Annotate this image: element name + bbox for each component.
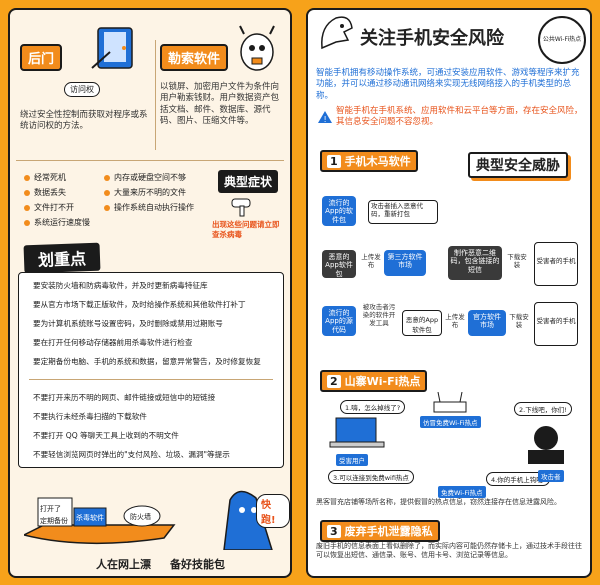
- wifi-badge: 公共Wi-Fi热点: [538, 16, 586, 64]
- hairdryer-icon: [230, 196, 256, 218]
- symptoms-title: 典型症状: [218, 170, 279, 193]
- upload-label-2: 上传发布: [445, 313, 465, 329]
- hacker-note: 攻击者插入恶意代码，重新打包: [368, 200, 438, 224]
- download-label-2: 下载安装: [509, 313, 529, 329]
- hacker-icon: [520, 422, 572, 466]
- backdoor-illustration: [90, 22, 140, 72]
- dev-tool-label: 被攻击者污染的软件开发工具: [362, 303, 396, 327]
- backdoor-title: 后门: [20, 44, 63, 71]
- ransom-illustration: [232, 24, 282, 74]
- left-panel: 后门 访问权 绕过安全性控制而获取对程序或系统访问权的方法。 勒索软件 以锁屏、…: [8, 8, 292, 578]
- key-dont-item: 不要打开来历不明的网页、邮件链接或短信中的短链接: [33, 393, 216, 402]
- key-dont-item: 不要执行未经杀毒扫描的下载软件: [33, 412, 147, 421]
- symptom-item: 操作系统自动执行操作: [114, 203, 194, 212]
- sign-firewall: 防火墙: [130, 513, 151, 521]
- download-label: 下载安装: [507, 253, 527, 269]
- threat-heading: 典型安全威胁: [468, 152, 568, 178]
- warning-icon: !: [318, 108, 332, 124]
- fake-wifi-label: 仿冒免费Wi-Fi热点: [420, 416, 481, 428]
- wifi-caption: 黑客冒充店铺等场所名称，提供假冒的热点信息，窃然连接存在信息泄露风险。: [316, 498, 561, 506]
- key-dont-item: 不要打开 QQ 等聊天工具上收到的不明文件: [33, 431, 179, 440]
- laptop-victim-icon: [328, 414, 388, 450]
- router-icon: [430, 391, 470, 414]
- key-do-item: 要定期备份电脑、手机的系统和数据，留意异常警告，及时修复恢复: [33, 357, 261, 366]
- bubble-2: 2.下线吧，你们!: [514, 402, 572, 416]
- popular-app-package: 流行的App的软件包: [322, 196, 356, 226]
- victim-phone: 受害者的手机: [534, 242, 578, 286]
- key-box: 要安装防火墙和防病毒软件，并及时更新病毒特征库 要从官方市场下载正版软件，及时给…: [18, 272, 284, 468]
- intro-text: 智能手机拥有移动操作系统，可通过安装应用软件、游戏等程序来扩充功能，并可以通过移…: [316, 68, 580, 101]
- official-market: 官方软件市场: [468, 310, 506, 336]
- ransom-title: 勒索软件: [160, 44, 229, 71]
- warning-text: 智能手机在手机系统、应用软件和云平台等方面，存在安全风险，其信息安全问题不容忽视…: [336, 106, 583, 128]
- victim-label: 受害用户: [336, 454, 368, 466]
- ransom-desc: 以锁屏、加密用户文件为条件向用户勒索钱财。用户数据资产包括文档、邮件、数据库、源…: [160, 82, 280, 127]
- symptom-item: 经常死机: [34, 173, 66, 182]
- symptom-item: 大量来历不明的文件: [114, 188, 186, 197]
- key-title: 划重点: [23, 242, 101, 274]
- symptom-item: 系统运行速度慢: [34, 218, 90, 227]
- upload-label: 上传发布: [361, 253, 381, 269]
- key-do-item: 要为计算机系统账号设置密码，及时删除或禁用过期账号: [33, 319, 223, 328]
- sign-opened: 打开了: [40, 505, 61, 513]
- caption-left: 人在网上漂: [96, 558, 151, 571]
- sign-backup: 定期备份: [40, 517, 68, 525]
- dragon-illustration: [316, 12, 356, 52]
- right-title: 关注手机安全风险: [360, 28, 504, 49]
- symptoms-alert: 出现这些问题请立即查杀病毒: [212, 220, 280, 239]
- backdoor-bubble: 访问权: [64, 82, 100, 97]
- symptom-item: 文件打不开: [34, 203, 74, 212]
- key-do-item: 要从官方市场下载正版软件，及时给操作系统和其他软件打补丁: [33, 300, 246, 309]
- popular-app-source: 流行的App的源代码: [322, 306, 356, 336]
- bubble-3: 3.可以连接到免费wifi热点: [328, 470, 414, 484]
- symptom-item: 数据丢失: [34, 188, 66, 197]
- backdoor-desc: 绕过安全性控制而获取对程序或系统访问权的方法。: [20, 110, 148, 132]
- victim-phone-2: 受害者的手机: [534, 302, 578, 346]
- qr-code-note: 制作恶意二维码，包含链接的短信: [448, 246, 502, 280]
- malicious-app: 恶意的App软件包: [322, 250, 356, 278]
- svg-text:!: !: [324, 115, 327, 123]
- boat-illustration: [21, 480, 284, 551]
- key-do-item: 要在打开任何移动存储器前用杀毒软件进行检查: [33, 338, 193, 347]
- third-party-market: 第三方软件市场: [384, 250, 426, 276]
- key-do-item: 要安装防火墙和防病毒软件，并及时更新病毒特征库: [33, 281, 208, 290]
- symptom-item: 内存或硬盘空间不够: [114, 173, 186, 182]
- right-panel: 关注手机安全风险 公共Wi-Fi热点 智能手机拥有移动操作系统，可通过安装应用软…: [306, 8, 592, 578]
- malicious-app-2: 恶意的App软件包: [402, 310, 442, 336]
- real-wifi-label: 免费Wi-Fi热点: [438, 486, 486, 498]
- hacker-label: 攻击者: [538, 470, 564, 482]
- section3-desc: 废旧手机的信息表面上看似删除了，而实际内容可能仍然存储卡上，通过技术手段往往可以…: [316, 542, 582, 560]
- sign-antivirus: 杀毒软件: [76, 514, 104, 522]
- caption-right: 备好技能包: [170, 558, 225, 571]
- bubble-1: 1.嗨，怎么掉线了?: [340, 400, 406, 414]
- key-dont-item: 不要轻信浏览网页时弹出的"支付风险、垃圾、漏洞"等提示: [33, 450, 230, 459]
- shout-bubble: 快跑!: [256, 494, 290, 528]
